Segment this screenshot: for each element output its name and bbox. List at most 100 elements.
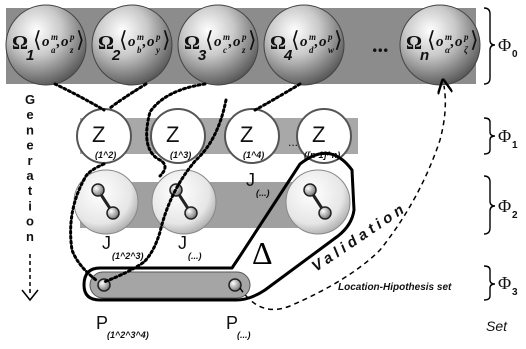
omega-symbol-4: Ω [270, 32, 286, 54]
obs-o-4b: o [319, 34, 327, 50]
omega-node-3 [177, 4, 259, 86]
comma-3: , [228, 34, 232, 50]
omega-index-4: 4 [283, 47, 293, 64]
angle-close-n: ⟩ [470, 27, 479, 52]
omega-symbol-1: Ω [12, 32, 28, 54]
generation-letter: e [26, 107, 33, 122]
comma-1: , [56, 34, 60, 50]
angle-open-4: ⟨ [291, 27, 300, 52]
bracket-phi3 [483, 265, 496, 301]
generation-letter: i [28, 198, 32, 213]
obs-sub-2: b [137, 45, 142, 55]
phi1-sub: 1 [512, 140, 518, 151]
angle-close-2: ⟩ [162, 27, 171, 52]
omega-symbol-3: Ω [184, 32, 200, 54]
bracket-phi2 [483, 175, 496, 235]
phi2-symbol: Φ [498, 196, 511, 216]
j-node-3 [285, 169, 351, 235]
gen-path-6 [102, 98, 228, 284]
obs-sub-1: a [51, 45, 56, 55]
obs-o-2b: o [147, 34, 155, 50]
obs-sub-n: α [445, 45, 451, 55]
omega-node-2 [91, 4, 173, 86]
generation-letter: e [26, 138, 33, 153]
angle-open-3: ⟨ [205, 27, 214, 52]
p-sub-2: (...) [237, 330, 251, 340]
obs-o-3b: o [233, 34, 241, 50]
generation-letter: t [28, 183, 33, 198]
j-sub-3: (...) [256, 188, 270, 198]
generation-letter: r [27, 153, 32, 168]
z-ellipsis: ... [288, 135, 298, 149]
generation-letter: n [26, 122, 34, 137]
phi0-sub: 0 [512, 49, 518, 60]
gen-path-2 [108, 82, 148, 110]
gen-path-1 [53, 82, 106, 112]
angle-close-3: ⟩ [248, 27, 257, 52]
bracket-phi0 [483, 7, 496, 85]
generation-letter: a [26, 168, 34, 183]
validation-path [239, 86, 445, 311]
z-node-4 [296, 108, 352, 164]
omega-index-n: n [420, 47, 429, 64]
p-label-2: P [226, 313, 238, 333]
z-node-2 [150, 108, 206, 164]
obs-o-n: o [436, 34, 444, 50]
obs-sup-p-3: p [241, 32, 247, 42]
gen-path-3 [145, 82, 207, 178]
omega-index-2: 2 [111, 47, 121, 64]
p-sub-1: (1^2^3^4) [107, 330, 149, 340]
gen-path-4 [253, 82, 302, 112]
j-sub-2: (...) [188, 251, 202, 261]
phi1-symbol: Φ [498, 126, 511, 146]
omega-ellipsis: ... [372, 32, 389, 57]
obs-sup-m-n: m [445, 32, 452, 42]
z-sub-2: (1^3) [170, 150, 191, 160]
j-sub-1: (1^2^3) [112, 251, 144, 261]
phi3-sub: 3 [512, 287, 518, 298]
z-sub-3: (1^4) [243, 150, 264, 160]
j-label-2: J [178, 233, 187, 253]
j-node-2 [151, 169, 217, 235]
generation-letter: o [26, 214, 34, 229]
obs-sub2-1: z [69, 45, 74, 55]
obs-sub-3: c [223, 45, 227, 55]
j-label-3: J [246, 170, 255, 190]
angle-close-4: ⟩ [334, 27, 343, 52]
z-sub-1: (1^2) [95, 150, 116, 160]
angle-open-2: ⟨ [119, 27, 128, 52]
obs-sup-m-3: m [223, 32, 230, 42]
z-label-4: Z [312, 122, 325, 147]
obs-sup-p-1: p [69, 32, 75, 42]
obs-o-1: o [42, 34, 50, 50]
obs-sub2-2: y [155, 45, 161, 55]
omega-index-3: 3 [198, 47, 207, 64]
obs-sup-p-2: p [155, 32, 161, 42]
obs-sub-4: d [309, 45, 314, 55]
obs-sup-p-n: p [463, 32, 469, 42]
obs-sub2-n: ζ [464, 45, 469, 55]
angle-close-1: ⟩ [76, 27, 85, 52]
omega-symbol-2: Ω [98, 32, 114, 54]
omega-index-1: 1 [26, 47, 34, 64]
comma-4: , [314, 34, 318, 50]
obs-sub2-4: w [328, 45, 335, 55]
angle-open-n: ⟨ [427, 27, 436, 52]
j-label-1: J [102, 233, 111, 253]
obs-sup-p-4: p [327, 32, 333, 42]
z-label-3: Z [240, 122, 253, 147]
obs-sup-m-4: m [309, 32, 316, 42]
obs-o-1b: o [61, 34, 69, 50]
phi3-symbol: Φ [498, 273, 511, 293]
z-node-3 [224, 108, 280, 164]
generation-letter: n [26, 229, 34, 244]
phi0-symbol: Φ [498, 35, 511, 55]
generation-letter: G [25, 92, 35, 107]
gen-path-5 [69, 162, 106, 282]
phi2-sub: 2 [512, 210, 518, 221]
bracket-phi1 [483, 117, 496, 155]
location-hypothesis-label: Location-Hipothesis set [338, 282, 452, 293]
comma-2: , [142, 34, 146, 50]
